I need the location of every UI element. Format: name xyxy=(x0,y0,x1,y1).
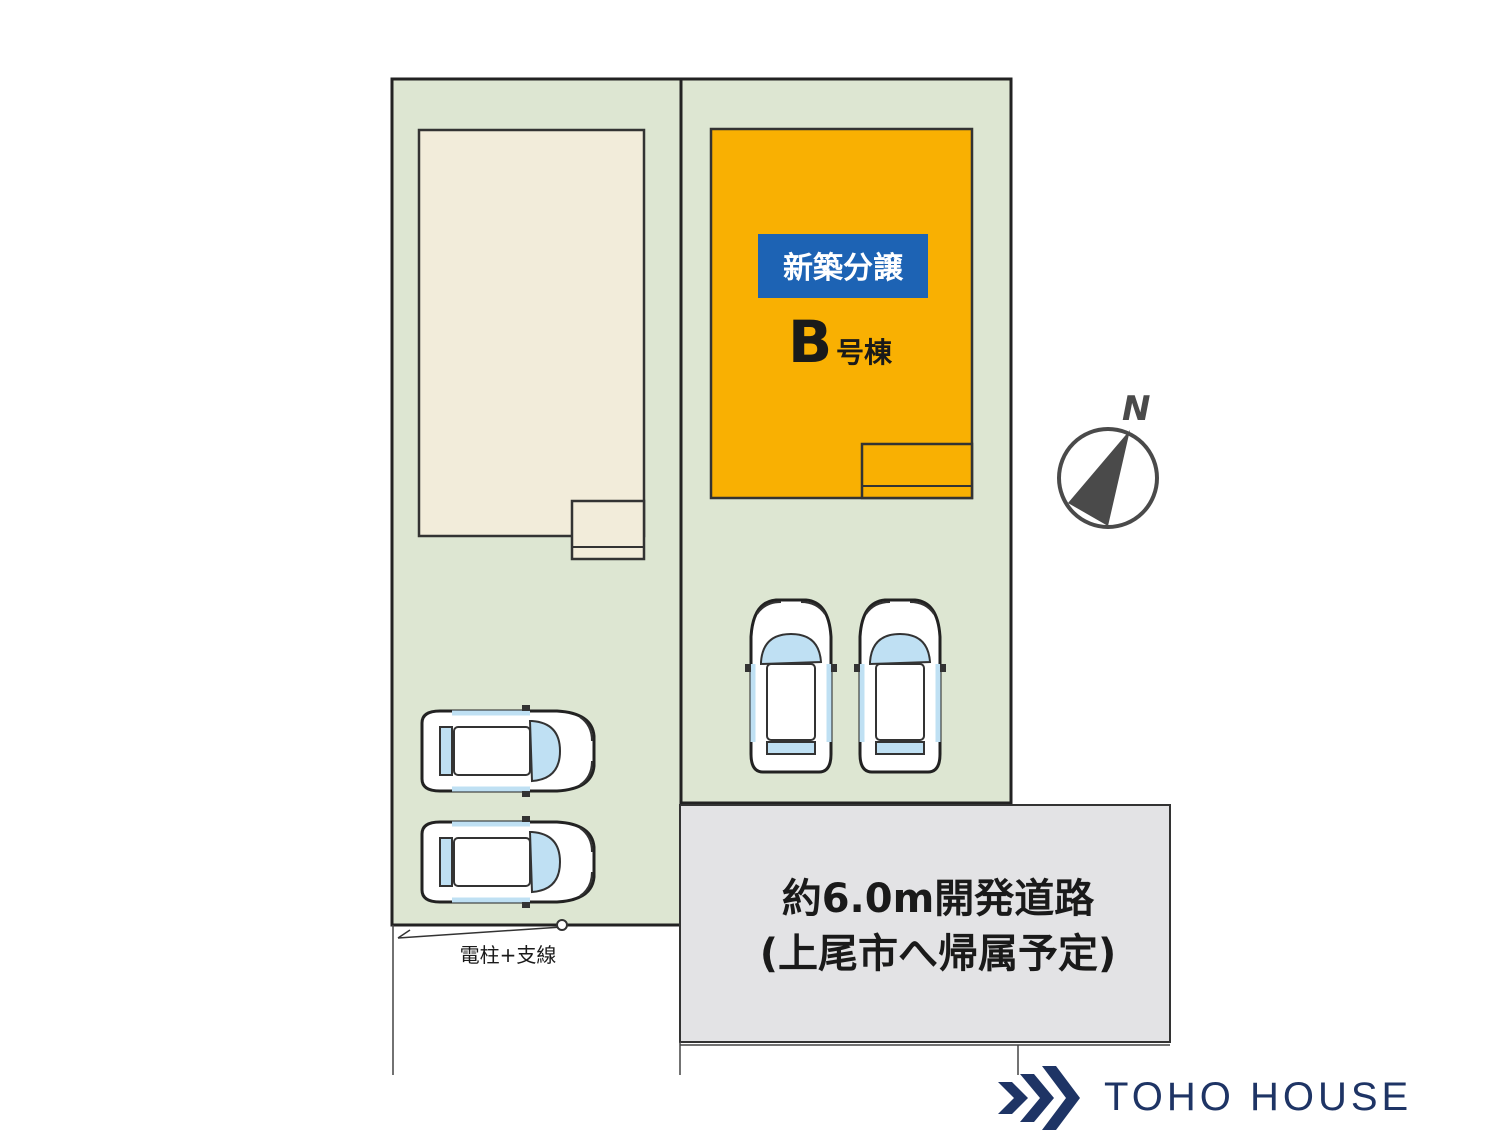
utility-pole-label: 電柱+支線 xyxy=(460,943,557,967)
development-road xyxy=(679,804,1171,1043)
car-lot-b-2 xyxy=(854,600,946,772)
badge-text: 新築分譲 xyxy=(783,251,904,286)
neighbor-entrance xyxy=(570,499,646,561)
building-b-entrance xyxy=(860,442,974,500)
compass-north-label: N xyxy=(1122,389,1150,429)
brand-logo-icon xyxy=(998,1066,1080,1130)
road-label-line1: 約6.0m開発道路 xyxy=(782,876,1096,922)
utility-pole-icon xyxy=(556,919,568,931)
brand-name: TOHO HOUSE xyxy=(1104,1075,1412,1119)
car-neighbor-1 xyxy=(422,705,594,797)
building-suffix: 号棟 xyxy=(836,336,893,369)
road-label-line2: (上尾市へ帰属予定) xyxy=(760,931,1117,977)
car-lot-b-1 xyxy=(745,600,837,772)
neighbor-house xyxy=(417,128,646,538)
car-neighbor-2 xyxy=(422,816,594,908)
building-b xyxy=(709,127,974,500)
building-letter: B xyxy=(788,308,832,376)
badge-background xyxy=(758,234,928,298)
compass-icon: N xyxy=(1057,389,1159,529)
